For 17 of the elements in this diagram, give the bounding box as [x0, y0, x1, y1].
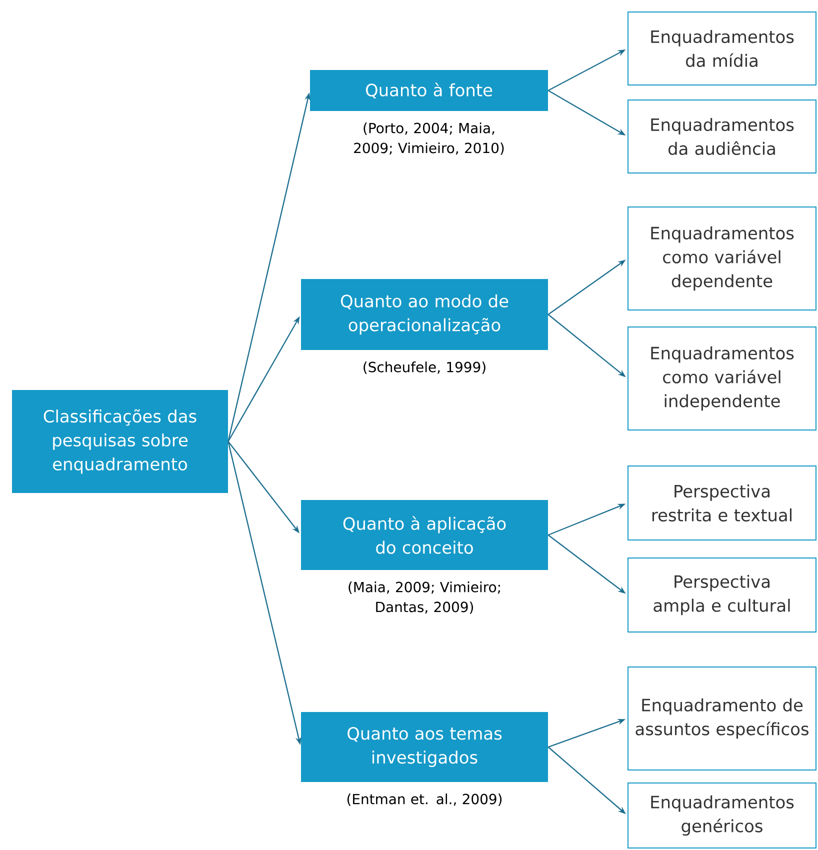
subcategory-box: Perspectiva ampla e cultural	[628, 558, 816, 632]
subcategory-box: Enquadramentos como variável independente	[628, 326, 816, 430]
root-box: Classificações das pesquisas sobre enquadramento	[12, 390, 228, 493]
subcategory-box: Enquadramentos da mídia	[628, 12, 816, 86]
category-box: Quanto à fonte	[310, 70, 548, 111]
subcategory-box: Enquadramentos genéricos	[628, 782, 816, 848]
citation-text: (Entman et. al., 2009)	[347, 794, 502, 806]
subcategory-box: Enquadramentos como variável dependente	[628, 206, 816, 310]
category-box: Quanto à aplicação do conceito	[301, 500, 548, 570]
subcategory-box: Enquadramento de assuntos específicos	[628, 666, 816, 770]
category-box: Quanto aos temas investigados	[301, 712, 548, 782]
subcategory-box: Perspectiva restrita e textual	[628, 466, 816, 540]
citation-text: (Maia, 2009; Vimieiro; Dantas, 2009)	[348, 582, 500, 614]
citation-text: (Porto, 2004; Maia, 2009; Vimieiro, 2010)	[354, 122, 504, 155]
category-box: Quanto ao modo de operacionalização	[301, 279, 548, 350]
citation-text: (Scheufele, 1999)	[364, 362, 486, 374]
subcategory-box: Enquadramentos da audiência	[628, 100, 816, 174]
